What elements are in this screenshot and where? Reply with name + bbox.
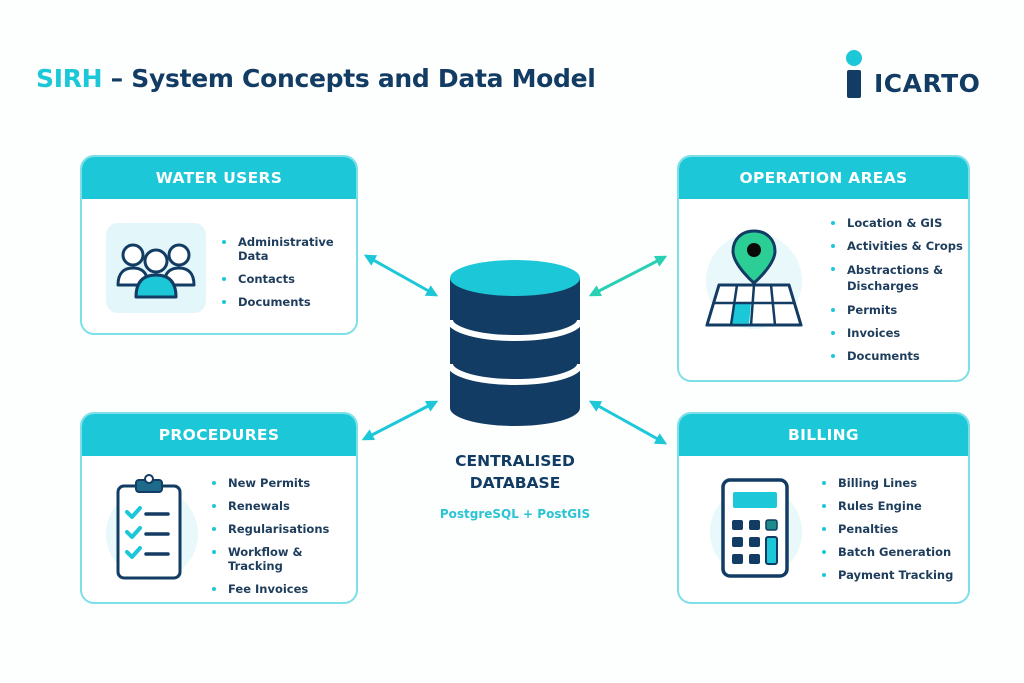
title-rest: – System Concepts and Data Model bbox=[102, 64, 596, 93]
card-title: PROCEDURES bbox=[82, 414, 356, 456]
logo-stem-icon bbox=[847, 70, 861, 98]
list-item: Contacts bbox=[222, 272, 356, 286]
database-label-line1: CENTRALISED bbox=[455, 452, 575, 470]
list-item: Abstractions & Discharges bbox=[831, 262, 963, 294]
arrow-operation-areas-database bbox=[588, 255, 668, 297]
list-item: Fee Invoices bbox=[212, 582, 356, 596]
list-item: Invoices bbox=[831, 326, 963, 340]
users-group-icon bbox=[106, 223, 206, 313]
list-item: Rules Engine bbox=[822, 499, 953, 513]
card-operation-areas: OPERATION AREAS Location & GIS Activitie… bbox=[677, 155, 970, 382]
arrow-billing-database bbox=[588, 400, 668, 445]
water-users-list: Administrative Data Contacts Documents bbox=[222, 235, 356, 318]
list-item: New Permits bbox=[212, 476, 356, 490]
list-item: Billing Lines bbox=[822, 476, 953, 490]
map-pin-icon bbox=[699, 223, 809, 333]
list-item: Location & GIS bbox=[831, 216, 963, 230]
page-title: SIRH – System Concepts and Data Model bbox=[36, 64, 596, 93]
list-item-line2: Discharges bbox=[847, 279, 919, 293]
card-procedures: PROCEDURES New Permits Renewals Regulari… bbox=[80, 412, 358, 604]
list-item: Activities & Crops bbox=[831, 239, 963, 253]
card-title: BILLING bbox=[679, 414, 968, 456]
billing-list: Billing Lines Rules Engine Penalties Bat… bbox=[822, 476, 953, 591]
logo-wordmark: ICARTO bbox=[874, 69, 981, 98]
card-water-users: WATER USERS Administrative Data Contacts… bbox=[80, 155, 358, 335]
icarto-logo: ICARTO bbox=[846, 50, 996, 100]
operation-areas-list: Location & GIS Activities & Crops Abstra… bbox=[831, 216, 963, 372]
list-item: Permits bbox=[831, 303, 963, 317]
card-title: WATER USERS bbox=[82, 157, 356, 199]
list-item-line1: Abstractions & bbox=[847, 263, 944, 277]
list-item: Workflow & Tracking bbox=[212, 545, 356, 573]
list-item: Documents bbox=[831, 349, 963, 363]
database-subtitle: PostgreSQL + PostGIS bbox=[439, 507, 591, 521]
list-item: Renewals bbox=[212, 499, 356, 513]
database-label-line2: DATABASE bbox=[469, 474, 561, 492]
arrow-water-users-database bbox=[363, 254, 439, 297]
logo-dot-icon bbox=[846, 50, 862, 66]
database-icon bbox=[448, 260, 582, 426]
list-item: Penalties bbox=[822, 522, 953, 536]
list-item: Payment Tracking bbox=[822, 568, 953, 582]
list-item: Regularisations bbox=[212, 522, 356, 536]
procedures-list: New Permits Renewals Regularisations Wor… bbox=[212, 476, 356, 602]
clipboard-checklist-icon bbox=[100, 470, 200, 590]
calculator-icon bbox=[701, 470, 811, 590]
list-item: Batch Generation bbox=[822, 545, 953, 559]
list-item: Administrative Data bbox=[222, 235, 356, 263]
card-title: OPERATION AREAS bbox=[679, 157, 968, 199]
title-accent: SIRH bbox=[36, 64, 103, 93]
list-item: Documents bbox=[222, 295, 356, 309]
database-label: CENTRALISED DATABASE bbox=[420, 450, 610, 494]
arrow-procedures-database bbox=[361, 400, 439, 441]
card-billing: BILLING Billing Lines Rules Engine Penal… bbox=[677, 412, 970, 604]
